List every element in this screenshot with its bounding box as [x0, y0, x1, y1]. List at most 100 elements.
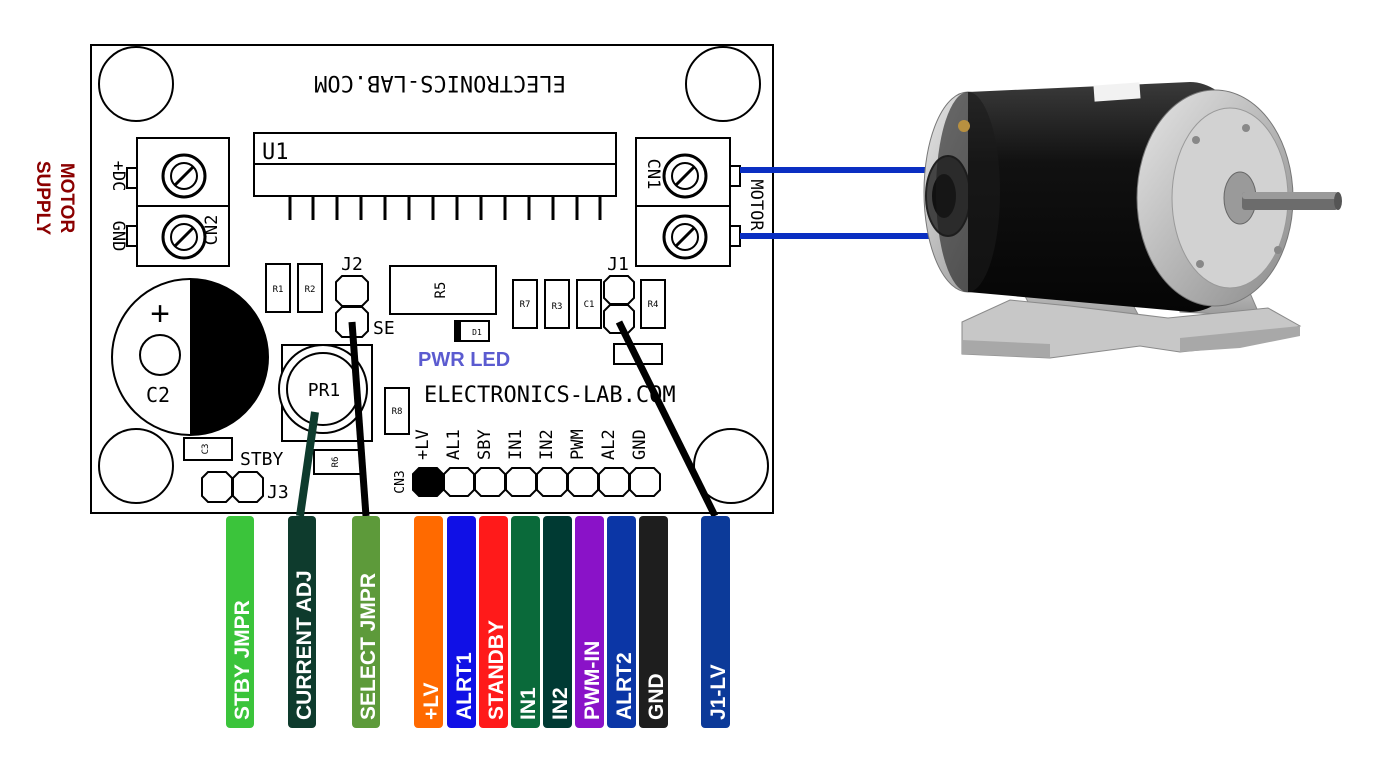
capacitor-c3: C3: [183, 437, 233, 461]
signal-bar-rect: [543, 516, 572, 728]
signal-bar: PWM-IN: [575, 516, 604, 728]
screw-icon: [662, 214, 708, 260]
resistor-r1: R1: [265, 263, 291, 313]
se-label: SE: [373, 318, 395, 339]
jumper-j1: J1: [603, 254, 635, 334]
signal-bar-rect: [226, 516, 254, 728]
signal-bar: SELECT JMPR: [352, 516, 380, 728]
dc-motor-icon: [923, 82, 1342, 359]
svg-text:R8: R8: [392, 407, 403, 417]
svg-text:MOTOR: MOTOR: [56, 163, 77, 234]
pin-label: IN2: [537, 429, 557, 460]
stby-label: STBY: [240, 449, 284, 470]
jumper-j3: J3: [201, 471, 289, 503]
cn3-pin-4: [505, 467, 537, 497]
resistor-r2: R2: [297, 263, 323, 313]
cn3-pin-1: [412, 467, 444, 497]
signal-bar: J1-LV: [701, 516, 730, 728]
signal-bar-label: IN2: [549, 687, 572, 720]
svg-text:PR1: PR1: [308, 380, 341, 401]
cn2-terminal: CN2: [126, 137, 230, 267]
cn3-pin-2: [443, 467, 475, 497]
jumper-j2: J2 SE: [335, 254, 395, 339]
mount-hole-top-left: [98, 46, 174, 122]
resistor-r3: R3: [544, 279, 570, 329]
signal-bar-label: +LV: [420, 682, 443, 720]
signal-bar-label: STANDBY: [485, 620, 508, 720]
svg-text:R4: R4: [648, 300, 659, 310]
gnd-supply-label: GND: [108, 221, 128, 252]
cn3-pin-labels: +LV AL1 SBY IN1 IN2 PWM AL2 GND: [413, 429, 650, 460]
signal-bar: STANDBY: [479, 516, 508, 728]
resistor-r5: R5: [389, 265, 497, 315]
cn2-label: CN2: [202, 215, 222, 246]
pin-label: IN1: [506, 429, 526, 460]
svg-text:J1: J1: [607, 254, 629, 275]
signal-bar-rect: [414, 516, 443, 728]
pin-label: AL2: [599, 429, 619, 460]
motor-supply-label: MOTOR SUPPLY: [32, 161, 77, 236]
signal-bar: STBY JMPR: [226, 516, 254, 728]
signal-bar: ALRT1: [447, 516, 476, 728]
signal-bar-rect: [479, 516, 508, 728]
resistor-r8: R8: [384, 387, 410, 435]
svg-text:R2: R2: [305, 285, 316, 295]
signal-bar-rect: [575, 516, 604, 728]
c2-plus-sign: +: [150, 295, 170, 333]
signal-bar-rect: [447, 516, 476, 728]
signal-bar-rect: [607, 516, 636, 728]
svg-text:SUPPLY: SUPPLY: [32, 161, 53, 236]
u1-label: U1: [262, 140, 289, 165]
signal-bar: GND: [639, 516, 668, 728]
cn3-pin-5: [536, 467, 568, 497]
pcb-board: ELECTRONICS-LAB.COM U1: [90, 44, 774, 514]
cn1-terminal: CN1: [635, 137, 741, 267]
signal-bar-label: STBY JMPR: [231, 600, 254, 720]
signal-bar: ALRT2: [607, 516, 636, 728]
cn3-pin-8: [629, 467, 661, 497]
svg-text:R1: R1: [273, 285, 284, 295]
svg-text:R7: R7: [520, 300, 531, 310]
cn3-label: CN3: [393, 470, 408, 493]
signal-bar-label: IN1: [517, 687, 540, 720]
signal-bar-label: SELECT JMPR: [357, 573, 380, 720]
u1-chip: U1: [253, 132, 617, 220]
cn3-pin-6: [567, 467, 599, 497]
screw-icon: [161, 153, 207, 199]
signal-bar: CURRENT ADJ: [288, 516, 316, 728]
brand-text-top: ELECTRONICS-LAB.COM: [314, 70, 566, 95]
svg-text:C3: C3: [201, 444, 211, 455]
pin-label: SBY: [475, 429, 495, 460]
capacitor-c2: + C2: [111, 278, 269, 436]
svg-text:R6: R6: [331, 457, 341, 468]
cn1-label: CN1: [643, 159, 663, 190]
signal-bar: IN2: [543, 516, 572, 728]
wire-select-jmpr: [348, 321, 370, 517]
signal-bar-label: CURRENT ADJ: [293, 570, 316, 720]
svg-text:C1: C1: [584, 300, 595, 310]
signal-bar-label: J1-LV: [707, 664, 730, 720]
led-d1: D1: [454, 320, 490, 342]
dc-plus-label: +DC: [108, 161, 128, 192]
svg-text:D1: D1: [472, 328, 482, 337]
cn3-pin-3: [474, 467, 506, 497]
svg-text:J2: J2: [341, 254, 363, 275]
svg-text:R3: R3: [552, 302, 563, 312]
signal-bar-label: GND: [645, 673, 668, 720]
resistor-r6: R6: [313, 449, 363, 475]
mount-hole-bottom-left: [98, 428, 174, 504]
pin-label: +LV: [413, 429, 433, 460]
signal-bar: IN1: [511, 516, 540, 728]
signal-bar-label: PWM-IN: [581, 641, 604, 720]
signal-bar-rect: [288, 516, 316, 728]
signal-bar-rect: [639, 516, 668, 728]
signal-bar-label: ALRT1: [453, 652, 476, 720]
mount-hole-top-right: [685, 46, 761, 122]
cn3-pin-7: [598, 467, 630, 497]
capacitor-c1: C1: [576, 279, 602, 329]
wire-current-adj: [296, 411, 319, 517]
resistor-r7: R7: [512, 279, 538, 329]
pin-label: GND: [630, 429, 650, 460]
signal-bar-rect: [352, 516, 380, 728]
